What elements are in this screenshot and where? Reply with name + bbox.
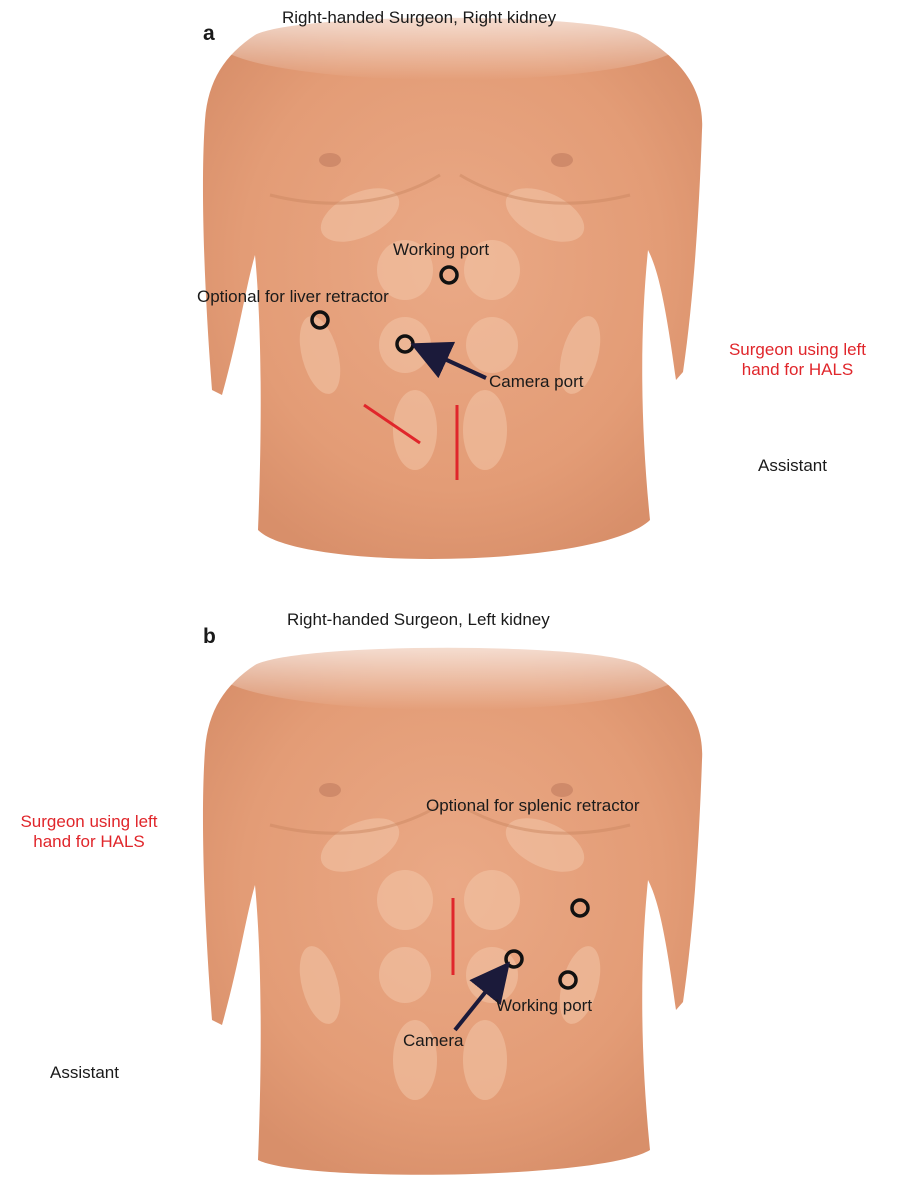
camera-label: Camera: [403, 1031, 463, 1051]
working-port-label: Working port: [496, 996, 592, 1016]
surgeon-hals-label: Surgeon using left hand for HALS: [700, 340, 895, 380]
panel-title: Right-handed Surgeon, Left kidney: [287, 610, 550, 630]
assistant-label: Assistant: [758, 456, 827, 476]
liver-retractor-label: Optional for liver retractor: [197, 287, 389, 307]
nipple-left: [319, 153, 341, 167]
surgeon-hals-line-2: hand for HALS: [700, 360, 895, 380]
working-port-label: Working port: [393, 240, 489, 260]
panel-letter: a: [203, 24, 215, 44]
nipple-right: [551, 153, 573, 167]
panel-letter: b: [203, 627, 216, 647]
camera-port-label: Camera port: [489, 372, 583, 392]
panel-title: Right-handed Surgeon, Right kidney: [282, 8, 556, 28]
nipple-left: [319, 783, 341, 797]
panel-a: Right-handed Surgeon, Right kidney a Wor…: [0, 0, 897, 590]
neck-fade: [215, 630, 685, 710]
surgeon-hals-line-1: Surgeon using left: [700, 340, 895, 360]
surgeon-hals-label: Surgeon using left hand for HALS: [0, 812, 178, 852]
torso-illustration-a: [0, 0, 897, 590]
surgeon-hals-line-1: Surgeon using left: [0, 812, 178, 832]
splenic-retractor-label: Optional for splenic retractor: [426, 796, 640, 816]
surgeon-hals-line-2: hand for HALS: [0, 832, 178, 852]
panel-b: Right-handed Surgeon, Left kidney b Opti…: [0, 590, 897, 1180]
nipple-right: [551, 783, 573, 797]
assistant-label: Assistant: [50, 1063, 119, 1083]
torso-illustration-b: [0, 590, 897, 1180]
